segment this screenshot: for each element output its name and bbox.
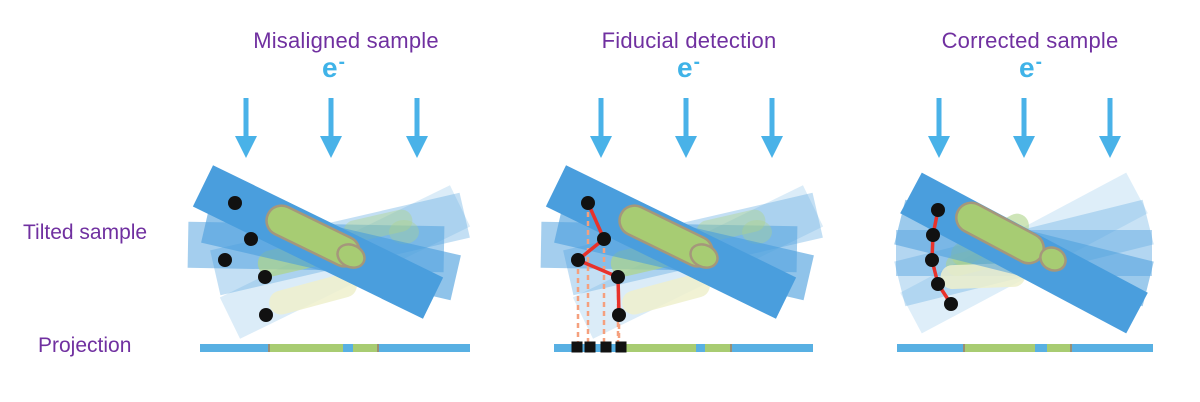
projection-bar-segment xyxy=(200,344,268,352)
projection-bar-segment xyxy=(1047,344,1070,352)
electron-symbol: e xyxy=(322,52,338,83)
projection-bar-segment xyxy=(1070,344,1072,352)
beam-arrow-shaft xyxy=(414,98,420,138)
fiducial-dot xyxy=(611,270,625,284)
projection-bar-segment xyxy=(965,344,1035,352)
projection-bar-segment xyxy=(377,344,379,352)
beam-arrow-head xyxy=(1013,136,1035,158)
beam-arrow-head xyxy=(675,136,697,158)
electron-beam-label: e- xyxy=(1000,52,1060,83)
beam-arrow-head xyxy=(928,136,950,158)
fiducial-dot xyxy=(258,270,272,284)
projection-mark xyxy=(600,341,612,353)
projection-bar-segment xyxy=(963,344,965,352)
specimen-blob-ellipse xyxy=(689,243,719,269)
projection-bar-segment xyxy=(705,344,730,352)
panel-title-fiducial-detection: Fiducial detection xyxy=(601,28,777,53)
ghost-blob xyxy=(389,220,419,244)
projection-bar-segment xyxy=(343,344,353,352)
tilted-sample-label: Tilted sample xyxy=(23,221,148,244)
fiducial-dot xyxy=(931,277,945,291)
fiducial-dot xyxy=(944,297,958,311)
projection-mark xyxy=(615,341,627,353)
ghost-blob xyxy=(269,273,357,315)
beam-arrow-shaft xyxy=(1021,98,1027,138)
beam-arrow-head xyxy=(590,136,612,158)
fiducial-dot xyxy=(259,308,273,322)
projection-bar-segment xyxy=(897,344,963,352)
beam-arrow-shaft xyxy=(243,98,249,138)
panel-title-corrected: Corrected sample xyxy=(941,28,1119,53)
ghost-blob xyxy=(622,273,710,315)
projection-mark xyxy=(571,341,583,353)
projection-bar-segment xyxy=(1035,344,1047,352)
projection-bar-segment xyxy=(270,344,343,352)
beam-arrow-shaft xyxy=(1107,98,1113,138)
beam-arrow-head xyxy=(320,136,342,158)
specimen-blob-ellipse xyxy=(336,243,366,269)
beam-arrow-shaft xyxy=(936,98,942,138)
ghost-blob xyxy=(742,220,772,244)
beam-arrow-shaft xyxy=(683,98,689,138)
projection-bar-segment xyxy=(730,344,732,352)
projection-bar-segment xyxy=(353,344,377,352)
electron-beam-label: e- xyxy=(658,52,718,83)
fiducial-dot xyxy=(228,196,242,210)
electron-charge: - xyxy=(693,52,700,73)
fiducial-dot xyxy=(931,203,945,217)
electron-charge: - xyxy=(338,52,345,73)
projection-bar-segment xyxy=(732,344,813,352)
fiducial-dot xyxy=(612,308,626,322)
fiducial-dot xyxy=(597,232,611,246)
fiducial-dot xyxy=(926,228,940,242)
beam-arrow-head xyxy=(1099,136,1121,158)
beam-arrow-head xyxy=(406,136,428,158)
projection-bar-segment xyxy=(1072,344,1153,352)
electron-charge: - xyxy=(1035,52,1042,73)
panel-title-misaligned: Misaligned sample xyxy=(253,28,439,53)
projection-bar-segment xyxy=(696,344,705,352)
beam-arrow-head xyxy=(761,136,783,158)
beam-arrow-head xyxy=(235,136,257,158)
fiducial-dot xyxy=(244,232,258,246)
beam-arrow-shaft xyxy=(769,98,775,138)
projection-bar-segment xyxy=(379,344,470,352)
fiducial-dot xyxy=(925,253,939,267)
projection-mark xyxy=(584,341,596,353)
fiducial-dot xyxy=(581,196,595,210)
fiducial-dot xyxy=(571,253,585,267)
beam-arrow-shaft xyxy=(328,98,334,138)
electron-beam-label: e- xyxy=(303,52,363,83)
fiducial-dot xyxy=(218,253,232,267)
projection-label: Projection xyxy=(38,334,132,357)
projection-bar-segment xyxy=(624,344,696,352)
projection-bar-segment xyxy=(268,344,270,352)
electron-symbol: e xyxy=(1019,52,1035,83)
specimen-blob-ellipse xyxy=(1039,246,1067,272)
beam-arrow-shaft xyxy=(598,98,604,138)
electron-symbol: e xyxy=(677,52,693,83)
